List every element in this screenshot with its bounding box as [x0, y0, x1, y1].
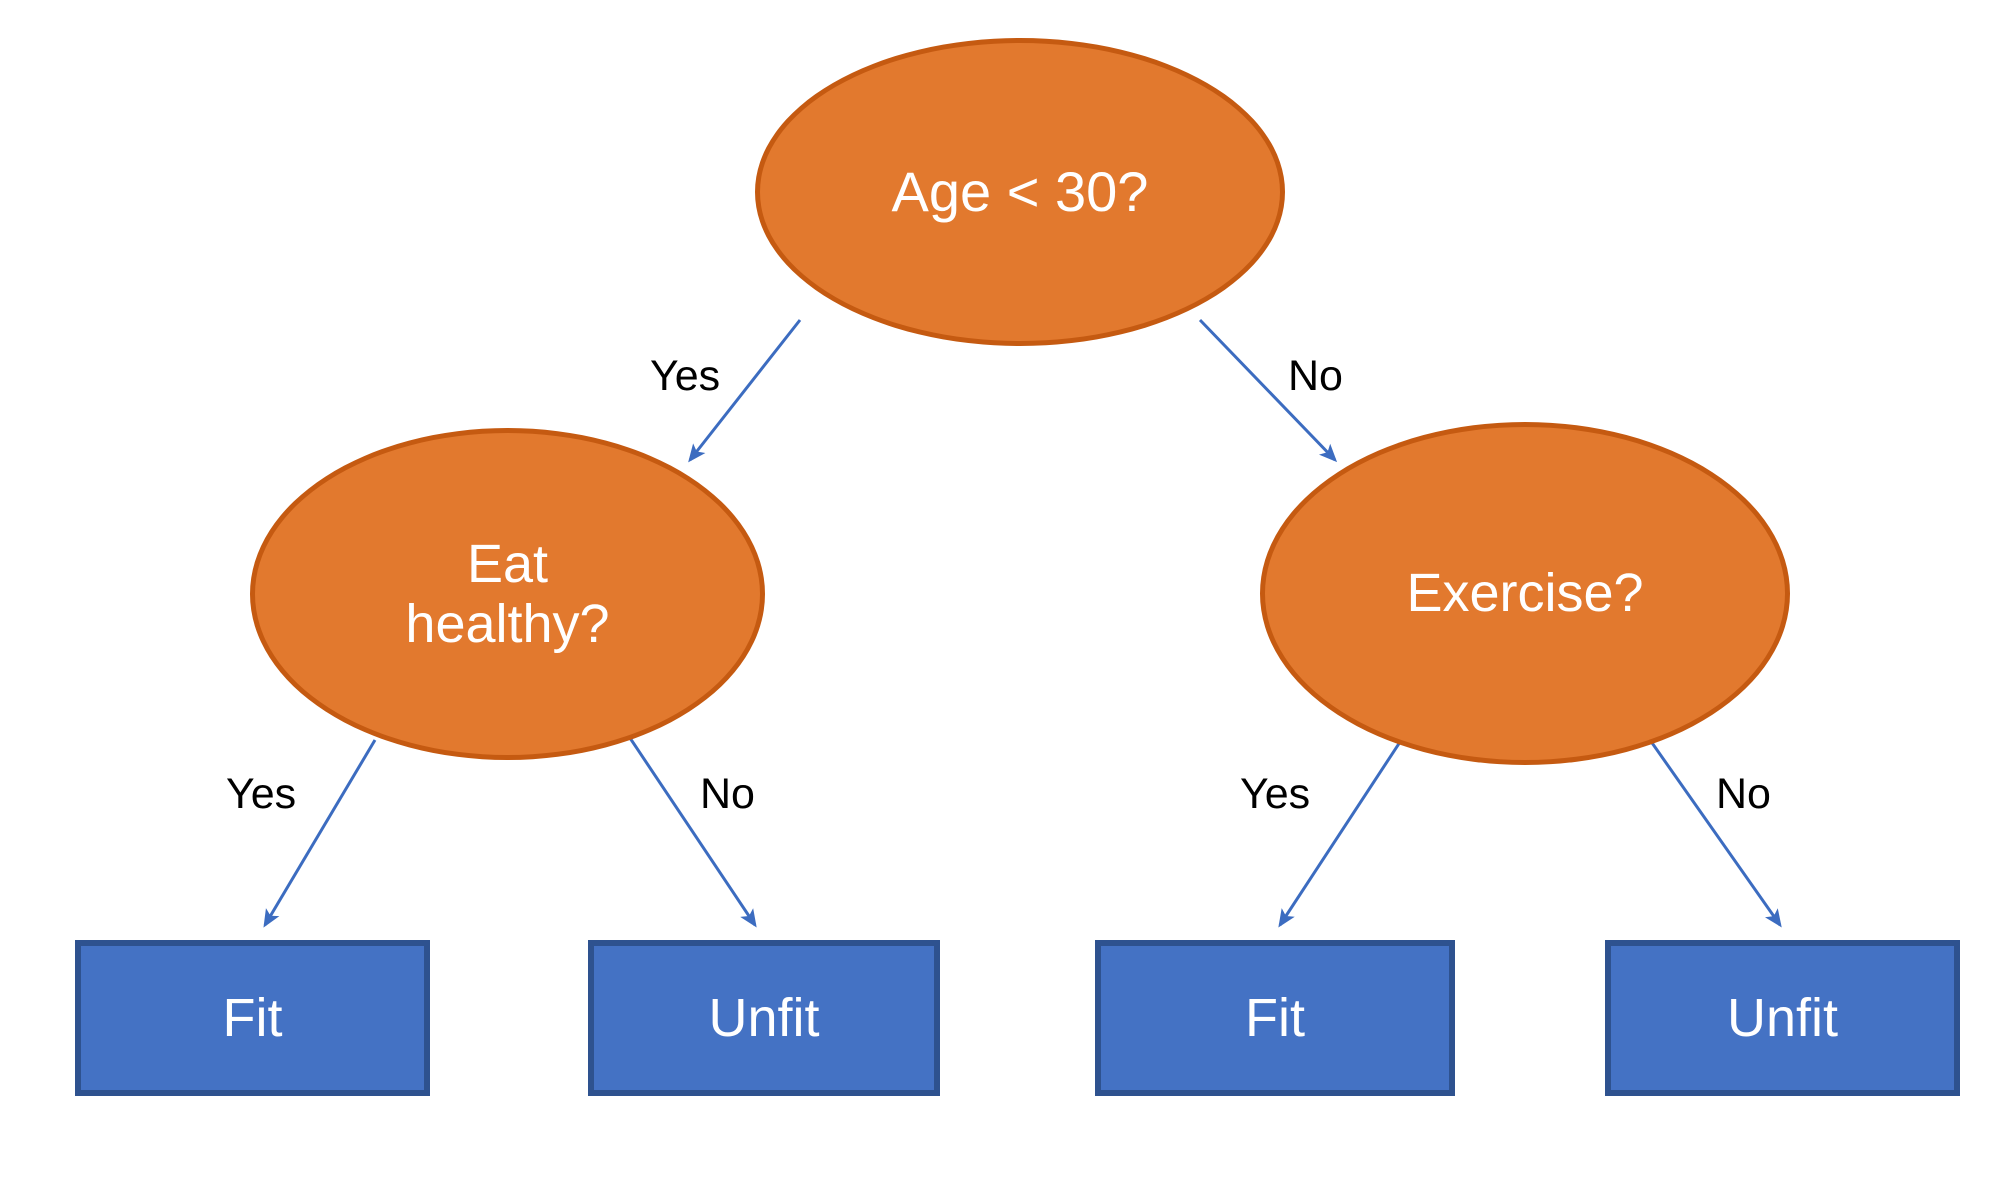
edge-label-right-no: No [1716, 770, 1771, 818]
leaf-node-fit-2[interactable]: Fit [1095, 940, 1455, 1096]
edge-label-right-yes: Yes [1240, 770, 1311, 818]
edge-label-root-yes: Yes [650, 352, 721, 400]
decision-node-eat-healthy[interactable]: Eat healthy? [250, 428, 765, 760]
edge-left-yes-line [263, 739, 377, 928]
decision-node-exercise[interactable]: Exercise? [1260, 422, 1790, 765]
edge-label-left-no: No [700, 770, 755, 818]
edge-right-no-line [1648, 739, 1782, 928]
leaf-node-fit-1[interactable]: Fit [75, 940, 430, 1096]
leaf-node-unfit-2[interactable]: Unfit [1605, 940, 1960, 1096]
leaf-node-unfit-1[interactable]: Unfit [588, 940, 940, 1096]
decision-node-root[interactable]: Age < 30? [755, 38, 1285, 346]
edge-label-root-no: No [1288, 352, 1343, 400]
edge-left-no-line [628, 737, 757, 928]
edge-label-left-yes: Yes [226, 770, 297, 818]
